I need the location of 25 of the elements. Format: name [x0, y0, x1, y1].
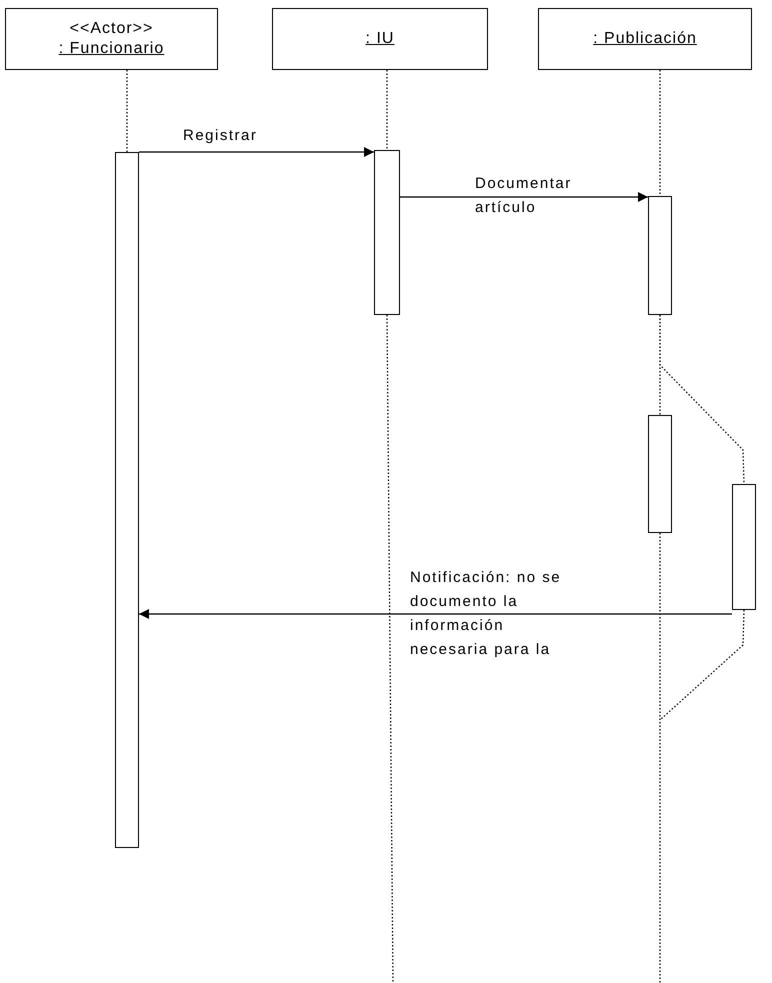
lifeline-header-box — [538, 8, 752, 70]
object-name: : Publicación — [593, 29, 697, 49]
stereotype-label: <<Actor>> — [70, 19, 154, 39]
lifeline — [126, 70, 128, 152]
activation-bar — [648, 196, 672, 315]
message-arrow — [400, 192, 648, 202]
activation-bar — [732, 484, 756, 610]
activation-bar — [115, 152, 139, 848]
message-label: Notificación: no se documento la información necesaria para la — [410, 568, 562, 660]
message-arrow — [139, 147, 374, 157]
message-label: Registrar — [183, 126, 258, 146]
activation-bar — [374, 150, 400, 315]
lifeline — [386, 315, 394, 983]
lifeline — [386, 70, 388, 150]
message-arrow — [139, 609, 732, 619]
object-name: : Funcionario — [58, 39, 164, 59]
lifeline — [659, 70, 661, 196]
object-name: : IU — [366, 29, 394, 49]
lifeline — [660, 610, 745, 720]
lifeline — [659, 533, 661, 983]
lifeline — [659, 315, 745, 484]
activation-bar — [648, 415, 672, 533]
lifeline-header-box — [272, 8, 488, 70]
message-label: Documentar artículo — [475, 174, 573, 218]
lifeline-header-box — [5, 8, 218, 70]
